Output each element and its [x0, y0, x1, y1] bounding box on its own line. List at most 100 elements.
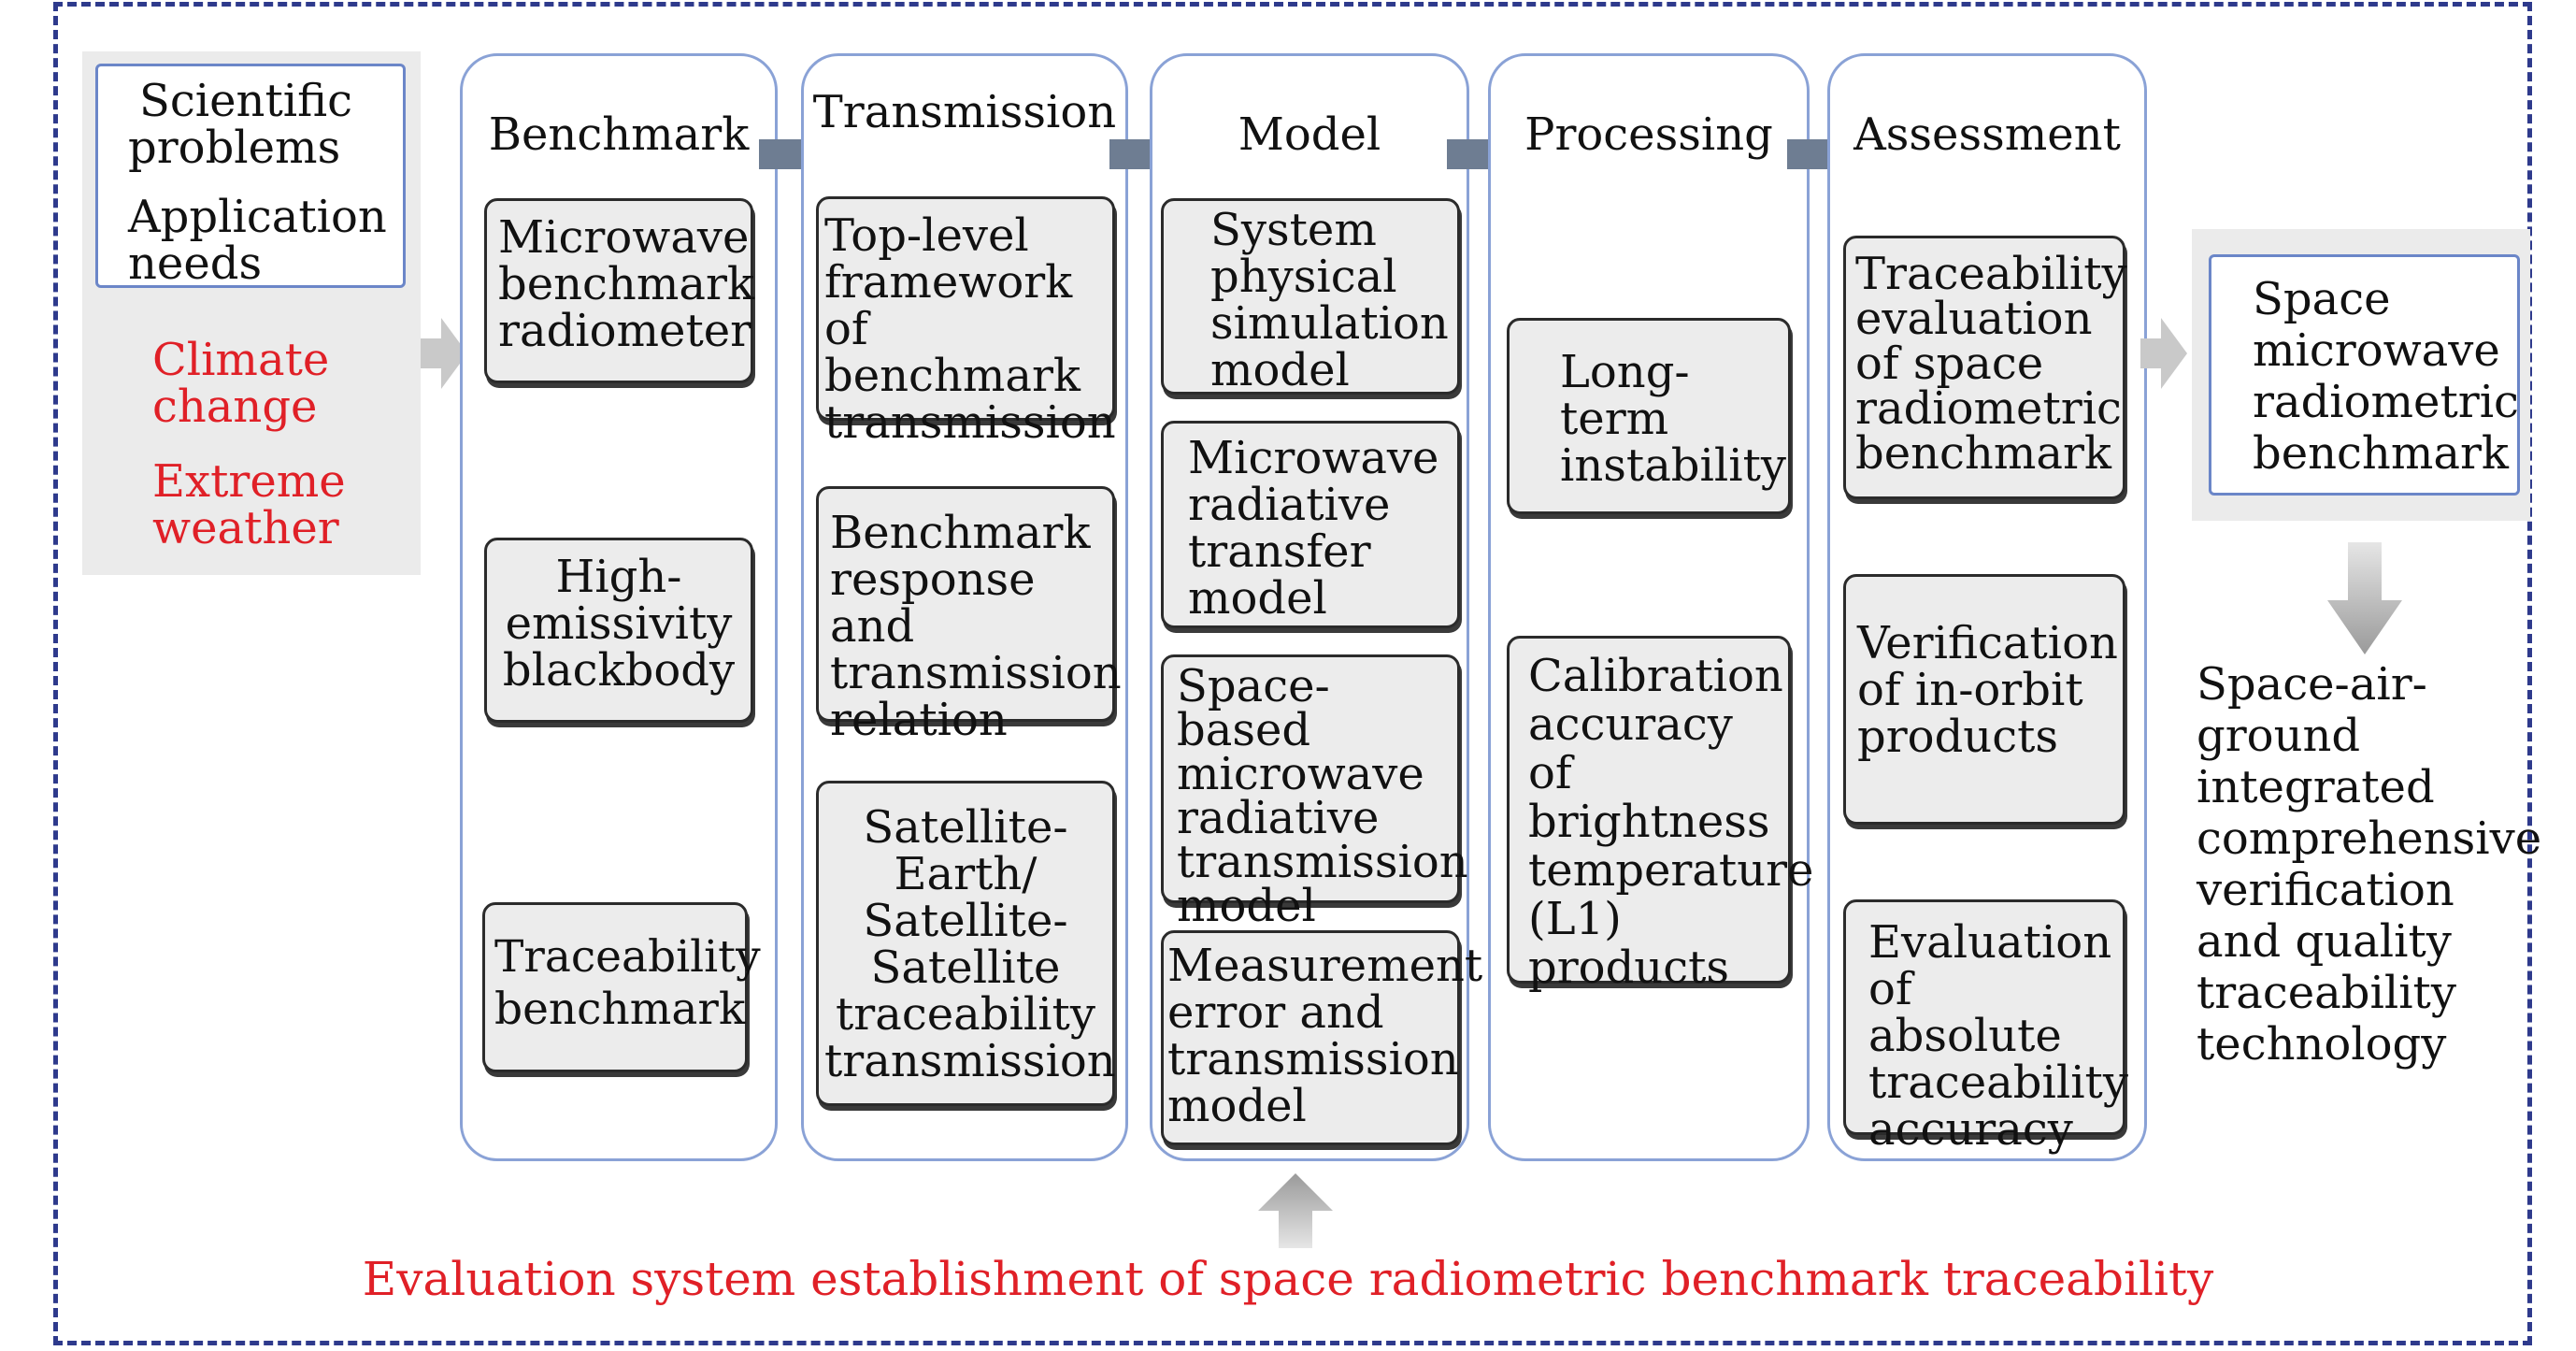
item-line: radiometric: [1855, 382, 2122, 435]
item-line: Verification: [1857, 617, 2118, 669]
item-line: products: [1528, 941, 1730, 994]
item-line: Long-: [1560, 346, 1690, 398]
item-line: Benchmark: [830, 507, 1091, 559]
item-line: instability: [1560, 439, 1786, 492]
item-line: traceability: [1868, 1056, 2128, 1109]
item-line: model: [1188, 572, 1327, 625]
item-line: products: [1857, 711, 2059, 763]
item-measurement-error: Measurement error and transmission model: [1161, 930, 1483, 1145]
item-line: Microwave: [498, 211, 750, 264]
item-long-term-instability: Long- term instability: [1507, 318, 1791, 514]
item-line: of in-orbit: [1857, 664, 2083, 716]
item-line: model: [1210, 344, 1350, 396]
item-line: model: [1177, 880, 1316, 932]
item-line: transmission: [830, 647, 1122, 699]
problems-needs-box: Scientific problems Application needs: [95, 64, 406, 288]
item-satellite-earth-traceability: Satellite- Earth/ Satellite- Satellite t…: [816, 781, 1116, 1106]
arrow-assessment-to-right-panel: [2140, 318, 2187, 389]
item-line: transmission: [1167, 1033, 1459, 1085]
bottom-evaluation-text: Evaluation system establishment of space…: [362, 1252, 2214, 1306]
problems-line-2: problems: [128, 122, 341, 174]
box-line: microwave: [2253, 324, 2500, 377]
space-air-ground-text: Space-air- ground integrated comprehensi…: [2197, 658, 2542, 1071]
item-space-based-microwave: Space-based microwave radiative transmis…: [1161, 654, 1468, 928]
item-line: High-: [555, 551, 682, 603]
box-line: radiometric: [2253, 376, 2519, 428]
text-line: integrated: [2197, 761, 2435, 813]
item-verification-in-orbit: Verification of in-orbit products: [1843, 574, 2125, 825]
item-line: Space-based: [1177, 660, 1330, 756]
item-line: radiative: [1188, 479, 1391, 531]
item-traceability-evaluation: Traceability evaluation of space radiome…: [1843, 236, 2127, 499]
text-line: comprehensive: [2197, 812, 2542, 865]
item-line: transmission: [1177, 836, 1468, 888]
item-line: Satellite: [870, 941, 1061, 994]
item-line: response and: [830, 553, 1036, 653]
outer-dashed-frame: [53, 2, 2532, 1345]
column-assessment-title: Assessment: [1853, 108, 2121, 161]
text-line: and quality: [2197, 915, 2452, 968]
box-line: benchmark: [2253, 427, 2510, 480]
item-line: Traceability: [494, 931, 761, 983]
item-line: physical: [1210, 251, 1397, 303]
item-line: (L1): [1528, 893, 1622, 945]
item-line: Calibration: [1528, 650, 1783, 702]
item-line: evaluation: [1855, 293, 2093, 345]
item-line: radiative: [1177, 792, 1380, 844]
item-line: model: [1167, 1080, 1307, 1132]
item-line: benchmark: [1855, 427, 2112, 480]
item-microwave-radiative-transfer: Microwave radiative transfer model: [1161, 421, 1460, 628]
item-line: Evaluation: [1868, 916, 2112, 969]
item-evaluation-absolute-accuracy: Evaluation of absolute traceability accu…: [1843, 899, 2128, 1153]
space-microwave-benchmark-box: Space microwave radiometric benchmark: [2209, 254, 2520, 496]
column-transmission-title: Transmission: [812, 86, 1117, 138]
item-benchmark-response: Benchmark response and transmission rela…: [816, 486, 1122, 743]
item-line: framework of: [824, 256, 1073, 355]
item-top-level-framework: Top-level framework of benchmark transmi…: [816, 196, 1116, 446]
item-line: relation: [830, 694, 1008, 746]
item-line: microwave: [1177, 748, 1424, 800]
climate-change-line-1: Climate: [152, 334, 330, 386]
extreme-weather-line-1: Extreme: [152, 455, 346, 508]
column-processing: Processing: [1488, 53, 1810, 1161]
item-line: simulation: [1210, 297, 1449, 350]
text-line: technology: [2197, 1018, 2447, 1071]
item-high-emissivity-blackbody: High- emissivity blackbody: [484, 538, 753, 723]
column-benchmark-title: Benchmark: [488, 108, 750, 161]
item-line: System: [1210, 204, 1377, 256]
item-line: benchmark: [494, 984, 746, 1035]
item-line: traceability: [836, 988, 1095, 1041]
extreme-weather-line-2: weather: [152, 502, 339, 554]
item-line: Satellite-: [863, 801, 1068, 854]
problems-line-1: Scientific: [139, 75, 352, 127]
item-line: Microwave: [1188, 432, 1439, 484]
climate-change-line-2: change: [152, 381, 318, 433]
item-line: transfer: [1188, 525, 1371, 578]
arrow-up-to-model: [1258, 1173, 1333, 1248]
box-line: Space: [2253, 273, 2391, 325]
text-line: ground: [2197, 710, 2361, 762]
item-system-physical-simulation: System physical simulation model: [1161, 198, 1460, 395]
item-line: temperature: [1528, 844, 1814, 897]
text-line: traceability: [2197, 967, 2456, 1019]
item-line: accuracy: [1868, 1103, 2073, 1156]
item-line: of space: [1855, 338, 2044, 390]
column-model-title: Model: [1238, 108, 1381, 161]
item-line: emissivity: [505, 597, 733, 650]
item-line: Earth/: [894, 848, 1038, 900]
needs-line-1: Application: [128, 191, 387, 243]
text-line: Space-air-: [2197, 658, 2427, 711]
item-line: Measurement: [1167, 940, 1483, 992]
arrow-down-to-verification: [2327, 542, 2402, 654]
item-line: benchmark: [498, 258, 755, 310]
item-line: transmission: [824, 1035, 1116, 1087]
item-line: Traceability: [1855, 248, 2127, 300]
item-microwave-benchmark-radiometer: Microwave benchmark radiometer: [484, 198, 755, 383]
column-processing-title: Processing: [1524, 108, 1773, 161]
item-line: of absolute: [1868, 963, 2062, 1062]
extreme-weather-label: Extreme weather: [152, 458, 395, 552]
item-line: brightness: [1528, 796, 1770, 848]
item-line: accuracy of: [1528, 698, 1733, 799]
item-line: blackbody: [502, 644, 736, 697]
text-line: verification: [2197, 864, 2454, 916]
